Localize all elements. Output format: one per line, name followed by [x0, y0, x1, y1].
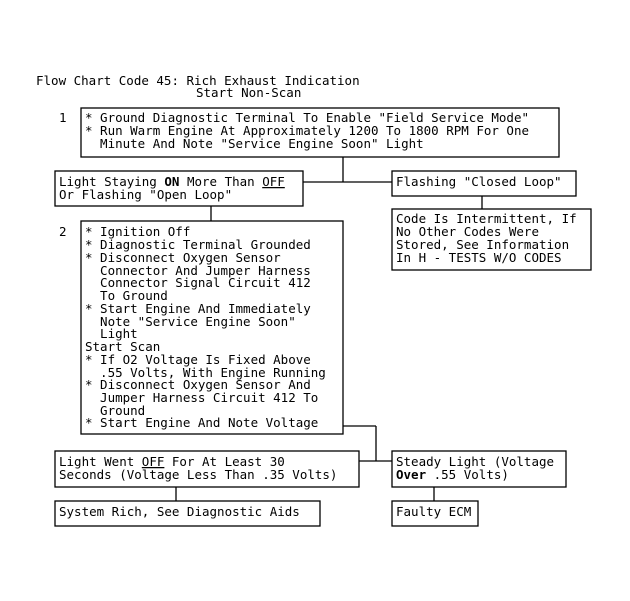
- branch-light-off-box: Light Went OFF For At Least 30 Seconds (…: [54, 450, 360, 488]
- step1-number: 1: [59, 110, 67, 125]
- intermittent-line: Stored, See Information: [396, 237, 569, 252]
- result-ecm-text: Faulty ECM: [396, 504, 471, 519]
- branch-closed-loop-box: Flashing "Closed Loop": [391, 170, 577, 197]
- step2-line: Connector And Jumper Harness: [85, 263, 311, 278]
- step2-line: * Diagnostic Terminal Grounded: [85, 237, 311, 252]
- step2-box: * Ignition Off * Diagnostic Terminal Gro…: [80, 220, 344, 435]
- step2-line: Note "Service Engine Soon": [85, 314, 296, 329]
- step2-number: 2: [59, 224, 67, 239]
- step1-line: * Ground Diagnostic Terminal To Enable "…: [85, 110, 529, 125]
- step2-line: Jumper Harness Circuit 412 To: [85, 390, 318, 405]
- intermittent-line: In H - TESTS W/O CODES: [396, 250, 562, 265]
- branch-steady-line2: Over .55 Volts): [396, 467, 509, 482]
- step2-line: * Start Engine And Note Voltage: [85, 415, 318, 430]
- branch-steady-box: Steady Light (Voltage Over .55 Volts): [391, 450, 567, 488]
- connector-lines: [175, 157, 483, 501]
- step2-line: * Ignition Off: [85, 224, 190, 239]
- step2-line: * Disconnect Oxygen Sensor And: [85, 377, 311, 392]
- step2-line: Light: [85, 326, 138, 341]
- branch-light-off-line2: Seconds (Voltage Less Than .35 Volts): [59, 467, 337, 482]
- result-ecm-box: Faulty ECM: [391, 500, 479, 527]
- branch-light-off-line1: Light Went OFF For At Least 30: [59, 454, 285, 469]
- branch-light-on-line2: Or Flashing "Open Loop": [59, 187, 232, 202]
- step2-line: Start Scan: [85, 339, 160, 354]
- result-rich-box: System Rich, See Diagnostic Aids: [54, 500, 321, 527]
- step2-line: To Ground: [85, 288, 168, 303]
- branch-closed-loop-text: Flashing "Closed Loop": [396, 174, 562, 189]
- result-rich-text: System Rich, See Diagnostic Aids: [59, 504, 300, 519]
- step1-box: * Ground Diagnostic Terminal To Enable "…: [80, 107, 560, 158]
- chart-subtitle: Start Non-Scan: [196, 85, 301, 100]
- branch-steady-line1: Steady Light (Voltage: [396, 454, 554, 469]
- chart-title: Flow Chart Code 45: Rich Exhaust Indicat…: [36, 73, 360, 88]
- branch-light-on-box: Light Staying ON More Than OFF Or Flashi…: [54, 170, 304, 207]
- step2-line: * Start Engine And Immediately: [85, 301, 311, 316]
- step1-line: Minute And Note "Service Engine Soon" Li…: [85, 136, 424, 151]
- step1-line: * Run Warm Engine At Approximately 1200 …: [85, 123, 529, 138]
- step2-line: .55 Volts, With Engine Running: [85, 365, 326, 380]
- intermittent-line: Code Is Intermittent, If: [396, 211, 577, 226]
- step2-line: * If O2 Voltage Is Fixed Above: [85, 352, 311, 367]
- intermittent-line: No Other Codes Were: [396, 224, 539, 239]
- step2-line: Ground: [85, 403, 145, 418]
- intermittent-box: Code Is Intermittent, If No Other Codes …: [391, 208, 592, 271]
- step2-line: * Disconnect Oxygen Sensor: [85, 250, 281, 265]
- step2-line: Connector Signal Circuit 412: [85, 275, 311, 290]
- branch-light-on-line1: Light Staying ON More Than OFF: [59, 174, 285, 189]
